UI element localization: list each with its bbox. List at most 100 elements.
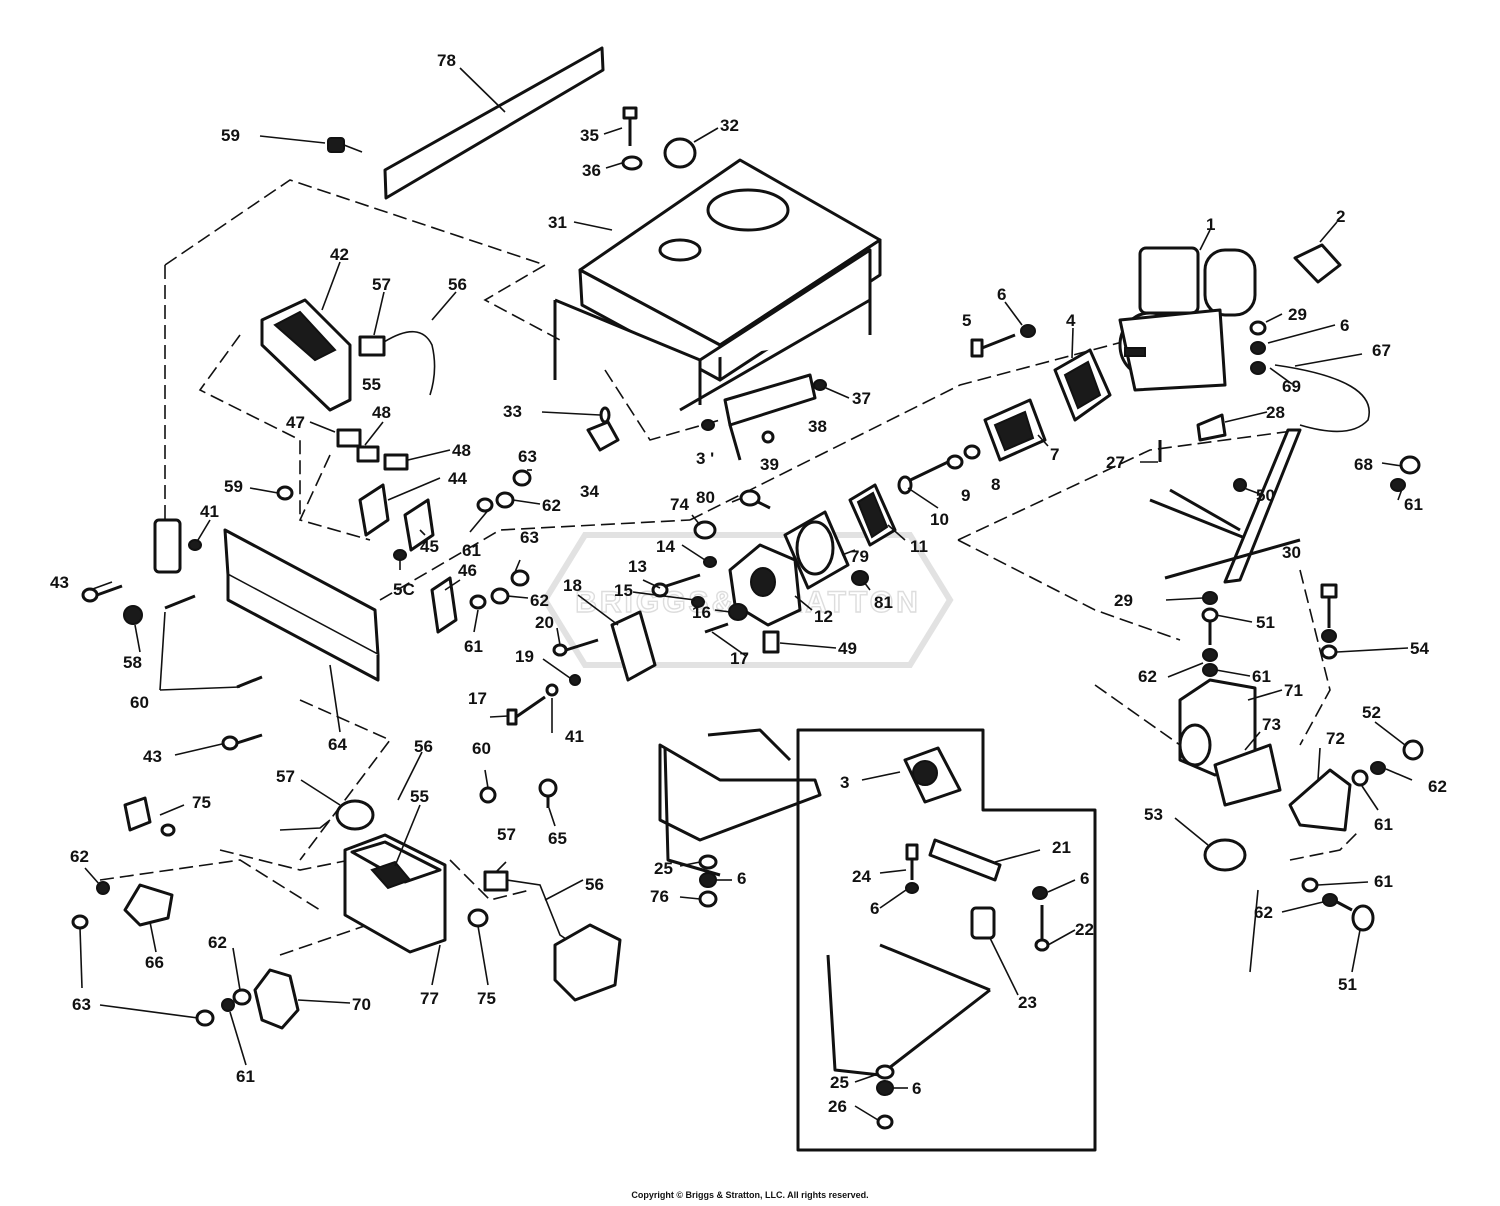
- callout-55: 55: [410, 787, 429, 806]
- callout-3-prime: 3 ': [696, 449, 714, 468]
- part-56-lower-component: [553, 923, 622, 1002]
- callout-53: 53: [1144, 805, 1163, 824]
- callout-56: 56: [414, 737, 433, 756]
- callout-17: 17: [468, 689, 487, 708]
- part-49-spacer: [762, 630, 780, 654]
- callout-9: 9: [961, 486, 970, 505]
- part-17-41-screw-lower: [506, 683, 559, 726]
- inset-frame-variant-box: [796, 728, 1097, 1152]
- part-64-control-panel: [223, 528, 380, 682]
- part-46-receptacle: [430, 576, 458, 634]
- callout-56: 56: [448, 275, 467, 294]
- callout-5c: 5C: [393, 580, 415, 599]
- callout-6: 6: [1080, 869, 1089, 888]
- callout-66: 66: [145, 953, 164, 972]
- part-inset-frame: [826, 943, 991, 1077]
- callout-45: 45: [420, 537, 439, 556]
- callout-21: 21: [1052, 838, 1071, 857]
- part-56-wire: [383, 330, 436, 396]
- part-59-screw-top: [327, 137, 363, 153]
- callout-26: 26: [828, 1097, 847, 1116]
- callout-70: 70: [352, 995, 371, 1014]
- callout-63: 63: [520, 528, 539, 547]
- copyright-notice: Copyright © Briggs & Stratton, LLC. All …: [631, 1190, 869, 1200]
- callout-3: 3: [840, 773, 849, 792]
- callout-49: 49: [838, 639, 857, 658]
- part-41-5c-small: [188, 539, 407, 561]
- part-3-inset-motor: [903, 746, 962, 804]
- callout-57: 57: [276, 767, 295, 786]
- part-33-34-valve: [586, 406, 620, 452]
- part-6-22-inset: [1032, 886, 1050, 952]
- part-11-rotor: [848, 483, 897, 547]
- callout-58: 58: [123, 653, 142, 672]
- callout-81: 81: [874, 593, 893, 612]
- callout-34: 34: [580, 482, 599, 501]
- part-73-72-bracket: [1213, 743, 1352, 832]
- part-24-6-inset-bolt: [905, 843, 919, 894]
- callout-62: 62: [1428, 777, 1447, 796]
- part-62-61-63-lower-stack: [195, 988, 252, 1027]
- callout-2: 2: [1336, 207, 1345, 226]
- callout-12: 12: [814, 607, 833, 626]
- callout-31: 31: [548, 213, 567, 232]
- callout-25: 25: [654, 859, 673, 878]
- callout-63: 63: [72, 995, 91, 1014]
- part-78-handle-strip: [383, 46, 605, 200]
- callout-80: 80: [696, 488, 715, 507]
- callout-75: 75: [477, 989, 496, 1008]
- part-cylinder-spacer: [153, 518, 182, 574]
- part-75-toggle-switch: [123, 796, 176, 837]
- part-25-6-76-feet: [698, 854, 718, 908]
- callout-56: 56: [585, 875, 604, 894]
- part-27-28-bracket: [1158, 413, 1227, 462]
- callout-62: 62: [208, 933, 227, 952]
- callout-38: 38: [808, 417, 827, 436]
- part-71-fuel-valve: [1178, 678, 1257, 777]
- callout-37: 37: [852, 389, 871, 408]
- callout-43: 43: [50, 573, 69, 592]
- callout-59: 59: [224, 477, 243, 496]
- callout-51: 51: [1338, 975, 1357, 994]
- callout-59: 59: [221, 126, 240, 145]
- part-43-58-60-screws: [81, 584, 263, 751]
- part-42-control-box: [260, 298, 352, 412]
- part-59-screw-left: [276, 485, 294, 501]
- callout-61: 61: [1374, 872, 1393, 891]
- callout-52: 52: [1362, 703, 1381, 722]
- part-6-washer-a: [1020, 324, 1036, 338]
- callout-32: 32: [720, 116, 739, 135]
- callout-6: 6: [912, 1079, 921, 1098]
- part-32-fuel-cap: [663, 137, 697, 169]
- callout-46: 46: [458, 561, 477, 580]
- part-2-starter-cup: [1293, 243, 1342, 284]
- callout-60: 60: [472, 739, 491, 758]
- callout-16: 16: [692, 603, 711, 622]
- part-21-inset-bracket: [928, 838, 1002, 882]
- callout-62: 62: [1138, 667, 1157, 686]
- part-57-56-lower-connector: [483, 870, 576, 946]
- callout-62: 62: [542, 496, 561, 515]
- part-52-61-62-bolt-right: [1351, 739, 1424, 787]
- part-68-61-bolt: [1390, 455, 1421, 492]
- callout-33: 33: [503, 402, 522, 421]
- callout-63: 63: [518, 447, 537, 466]
- part-51-61-62-lower-right: [1301, 877, 1375, 932]
- part-79-stator: [783, 510, 850, 590]
- part-62-63-washers-left: [71, 881, 110, 930]
- callout-62: 62: [530, 591, 549, 610]
- callout-77: 77: [420, 989, 439, 1008]
- callout-75: 75: [192, 793, 211, 812]
- callout-19: 19: [515, 647, 534, 666]
- part-67-wire: [1274, 364, 1370, 433]
- callout-73: 73: [1262, 715, 1281, 734]
- callout-23: 23: [1018, 993, 1037, 1012]
- callout-57: 57: [372, 275, 391, 294]
- callout-67: 67: [1372, 341, 1391, 360]
- callout-64: 64: [328, 735, 347, 754]
- callout-48: 48: [452, 441, 471, 460]
- callout-6: 6: [1340, 316, 1349, 335]
- callout-27: 27: [1106, 453, 1125, 472]
- callout-50: 50: [1256, 486, 1275, 505]
- callout-39: 39: [760, 455, 779, 474]
